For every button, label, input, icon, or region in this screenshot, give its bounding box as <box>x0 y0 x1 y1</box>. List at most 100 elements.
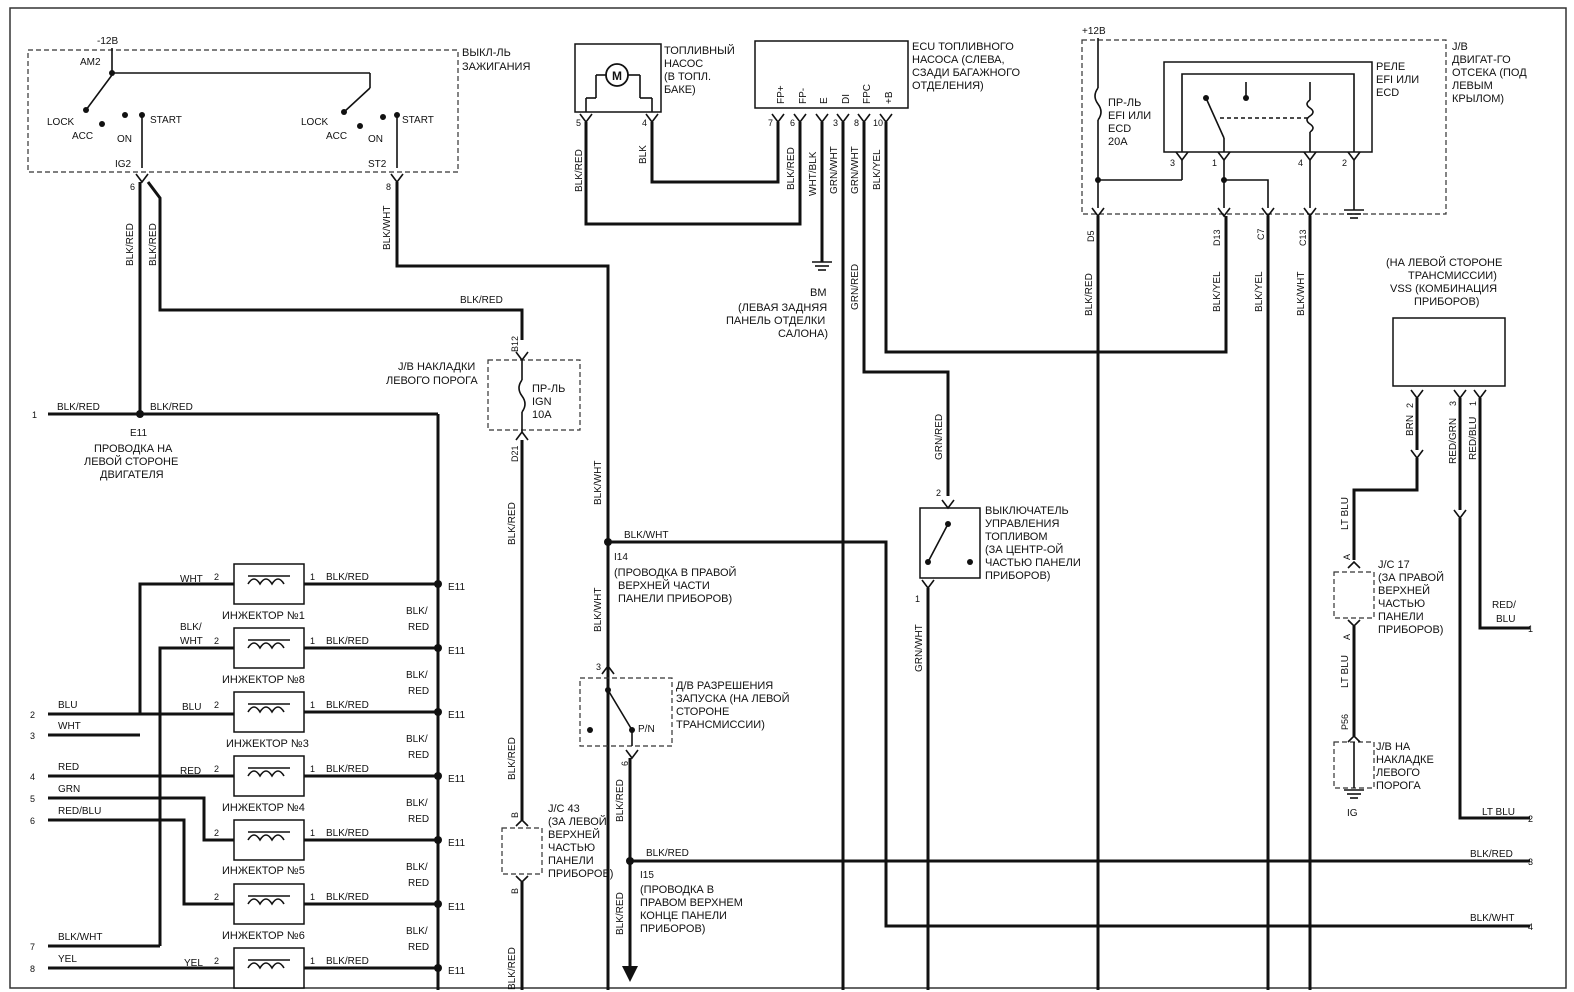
jc43-wire-blk-red: BLK/RED <box>507 947 518 990</box>
injector-3-label: ИНЖЕКТОР №3 <box>226 738 309 750</box>
inj8-pin1: 1 <box>310 636 315 646</box>
jb-sill-l1: J/B НАКЛАДКИ <box>398 361 475 373</box>
wire-label-blk-red-1: BLK/RED <box>125 223 136 266</box>
i14-l1: (ПРОВОДКА В ПРАВОЙ <box>614 566 736 579</box>
inj8-pin2: 2 <box>214 636 219 646</box>
jc17-l5: ПАНЕЛИ <box>1378 611 1424 623</box>
injector-5: ИНЖЕКТОР №5 5 GRN 2 1 BLK/RED BLK/ RED E… <box>30 784 465 877</box>
vss-sensor: (НА ЛЕВОЙ СТОРОНЕ ТРАНСМИССИИ) VSS (КОМБ… <box>1340 256 1530 820</box>
ecu-pin-6: 6 <box>790 118 795 128</box>
fuel-cut-l5: ЧАСТЬЮ ПАНЕЛИ <box>985 557 1081 569</box>
ign-pin-6: 6 <box>130 182 135 192</box>
i15-wire-down: BLK/RED <box>615 892 626 935</box>
ecu-term-e: E <box>819 97 830 104</box>
jb-wire-blk-wht: BLK/WHT <box>1296 272 1307 316</box>
inj4-blk: BLK/ <box>406 734 428 745</box>
fuel-cut-switch: 2 1 ВЫКЛЮЧАТЕЛЬ УПРАВЛЕНИЯ ТОПЛИВОМ (ЗА … <box>914 488 1081 990</box>
right-term-4-wire: BLK/WHT <box>1470 913 1514 924</box>
vss-l2: ТРАНСМИССИИ) <box>1408 270 1497 282</box>
jc43-l1: J/C 43 <box>548 803 580 815</box>
left-term-1: 1 <box>32 410 37 420</box>
ign-fuse-l1: ПР-ЛЬ <box>532 383 565 395</box>
ecu-wire-grn-wht-2: GRN/WHT <box>850 146 861 194</box>
injector-6-label: ИНЖЕКТОР №6 <box>222 930 305 942</box>
left-term-7: 7 <box>30 942 35 952</box>
ecu-wire-wht-blk: WHT/BLK <box>808 151 819 196</box>
jb-eng-voltage: +12B <box>1082 26 1106 37</box>
term8-wire: YEL <box>58 954 77 965</box>
jc17-pin-a-bot: A <box>1342 634 1352 640</box>
pn-wire-blk-red: BLK/RED <box>615 779 626 822</box>
inj5-blk: BLK/ <box>406 798 428 809</box>
inj3-blk: BLK/ <box>406 670 428 681</box>
left-term-3: 3 <box>30 731 35 741</box>
e11-l2: ЛЕВОЙ СТОРОНЕ <box>84 455 178 468</box>
i14-code: I14 <box>614 552 628 563</box>
ign-fuse-l2: IGN <box>532 396 552 408</box>
vss-l4: ПРИБОРОВ) <box>1414 296 1479 308</box>
jc43-pin-b-top: B <box>510 812 520 818</box>
ecu-pin-7: 7 <box>768 118 773 128</box>
i14-wire-down: BLK/WHT <box>593 588 604 632</box>
ign-acc-l: ACC <box>72 131 93 142</box>
ecu-wire-blk-red: BLK/RED <box>786 147 797 190</box>
right-term-3: 3 <box>1528 857 1533 867</box>
jb-fuse-l1: ПР-ЛЬ <box>1108 97 1141 109</box>
pn-label: P/N <box>638 724 655 735</box>
ground-bm: BM (ЛЕВАЯ ЗАДНЯЯ ПАНЕЛЬ ОТДЕЛКИ САЛОНА) <box>726 261 832 340</box>
jb-sill-d21: D21 <box>510 445 520 462</box>
inj6-pin2: 2 <box>214 892 219 902</box>
ecu-term-fp-plus: FP+ <box>776 85 787 104</box>
jc17-l6: ПРИБОРОВ) <box>1378 624 1443 636</box>
ecu-wire-grn-red: GRN/RED <box>850 264 861 310</box>
jc17-pin-a-top: A <box>1342 554 1352 560</box>
i15-splice: BLK/RED I15 (ПРОВОДКА В ПРАВОМ ВЕРХНЕМ К… <box>626 848 1530 935</box>
e11-wire-r: BLK/RED <box>150 402 193 413</box>
injector-8: ИНЖЕКТОР №8 BLK/ WHT 2 1 BLK/RED BLK/ RE… <box>158 606 465 946</box>
fuel-cut-wire-grn-red: GRN/RED <box>934 414 945 460</box>
jb-eng-l4: ЛЕВЫМ <box>1452 80 1493 92</box>
term7-wire: BLK/WHT <box>58 932 102 943</box>
jb-wire-blk-yel: BLK/YEL <box>1212 271 1223 312</box>
ign-acc-r: ACC <box>326 131 347 142</box>
jc43-l6: ПРИБОРОВ) <box>548 868 613 880</box>
vss-wire-red-grn: RED/GRN <box>1448 418 1459 464</box>
ecu-pin-10: 10 <box>873 118 883 128</box>
jb-sill-b12: B12 <box>510 336 520 352</box>
fuel-cut-l6: ПРИБОРОВ) <box>985 570 1050 582</box>
jc43-connector: B B J/C 43 (ЗА ЛЕВОЙ ВЕРХНЕЙ ЧАСТЬЮ ПАНЕ… <box>501 803 613 990</box>
jb-c7: C7 <box>1256 228 1266 240</box>
jb-wire-blk-red: BLK/RED <box>1084 273 1095 316</box>
inj4-e11: E11 <box>448 774 465 785</box>
jb-wire-blk-yel-2: BLK/YEL <box>1254 271 1265 312</box>
fuel-pump: M ТОПЛИВНЫЙ НАСОС (В ТОПЛ. БАКЕ) 5 4 BLK… <box>574 43 802 226</box>
i14-l3: ПАНЕЛИ ПРИБОРОВ) <box>618 593 732 605</box>
jb-sill-ig-l3: ЛЕВОГО <box>1376 767 1420 779</box>
inj3-e11: E11 <box>448 710 465 721</box>
ign-on-l: ON <box>117 134 132 145</box>
wire-label-blk-wht-2: BLK/WHT <box>593 461 604 505</box>
i15-l4: ПРИБОРОВ) <box>640 923 705 935</box>
jb-sill-l2: ЛЕВОГО ПОРОГА <box>386 375 478 387</box>
jc43-l2: (ЗА ЛЕВОЙ <box>548 815 607 828</box>
inj4-pin1: 1 <box>310 764 315 774</box>
sill-wire-blk-red: BLK/RED <box>507 502 518 545</box>
inj4-red: RED <box>408 750 429 761</box>
vss-l1: (НА ЛЕВОЙ СТОРОНЕ <box>1386 256 1502 269</box>
pump-l3: (В ТОПЛ. <box>664 71 711 83</box>
pump-motor-letter: M <box>612 69 622 83</box>
inj7-wire-blk-red: BLK/RED <box>326 956 369 967</box>
fuel-cut-pin2: 2 <box>936 488 941 498</box>
pump-l4: БАКЕ) <box>664 84 696 96</box>
inj3-wire-blk-red: BLK/RED <box>326 700 369 711</box>
jb-sill-ig: P56 J/B НА НАКЛАДКЕ ЛЕВОГО ПОРОГА IG <box>1333 714 1434 819</box>
left-term-8: 8 <box>30 964 35 974</box>
jb-pin-3: 3 <box>1170 158 1175 168</box>
inj7-red: RED <box>408 942 429 953</box>
ign-pin-8: 8 <box>386 182 391 192</box>
inj8-e11: E11 <box>448 646 465 657</box>
jc17-l4: ЧАСТЬЮ <box>1378 598 1425 610</box>
fuel-cut-pin1: 1 <box>915 594 920 604</box>
ignition-switch: -12B ВЫКЛ-ЛЬ ЗАЖИГАНИЯ AM2 LOCK ACC ON S… <box>27 36 530 192</box>
right-term-2: 2 <box>1528 814 1533 824</box>
